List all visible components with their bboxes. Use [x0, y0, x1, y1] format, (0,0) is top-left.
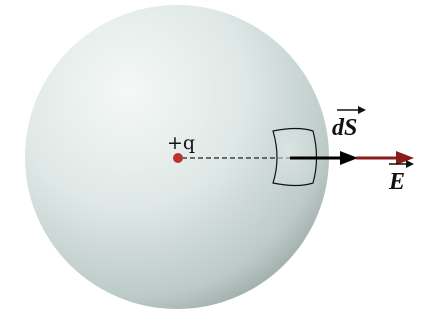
field-vector-arrow — [356, 151, 414, 165]
area-vector-label-group: dS — [332, 106, 366, 141]
point-charge — [173, 153, 183, 163]
field-vector-label: E — [388, 169, 405, 195]
area-vector-arrow — [290, 151, 358, 165]
field-vector-label-group: E — [388, 160, 414, 195]
area-vector-label: dS — [332, 115, 357, 141]
charge-label: +q — [167, 132, 195, 154]
vector-overarrow-icon — [389, 160, 414, 168]
vector-overarrow-icon — [337, 106, 366, 114]
